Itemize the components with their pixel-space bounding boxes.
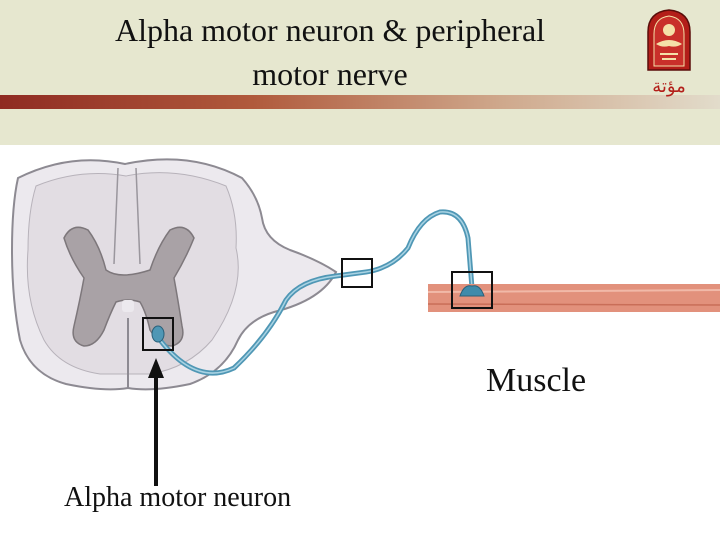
soma-highlight-box [142,317,174,351]
slide-title-line-2: motor nerve [252,56,408,92]
alpha-motor-neuron-label: Alpha motor neuron [64,482,292,513]
university-crest-icon [647,9,691,71]
spinal-cord-cross-section [10,158,338,391]
logo-script-text: ﻣﺆﺗﺔ [652,76,686,97]
university-logo: ﻣﺆﺗﺔ [647,9,691,97]
muscle-label: Muscle [486,362,587,399]
junction-highlight-box [451,271,493,309]
neuron-pointer-arrow [148,358,164,486]
slide-title-line-1: Alpha motor neuron & peripheral [114,12,546,48]
nerve-highlight-box [341,258,373,288]
header-stripe [0,95,720,109]
slide-title: Alpha motor neuron & peripheral motor ne… [40,8,620,96]
neuromuscular-junction [459,285,485,297]
header-band [0,0,720,145]
motor-neuron-soma [151,325,165,343]
neuron-diagram [10,158,720,486]
